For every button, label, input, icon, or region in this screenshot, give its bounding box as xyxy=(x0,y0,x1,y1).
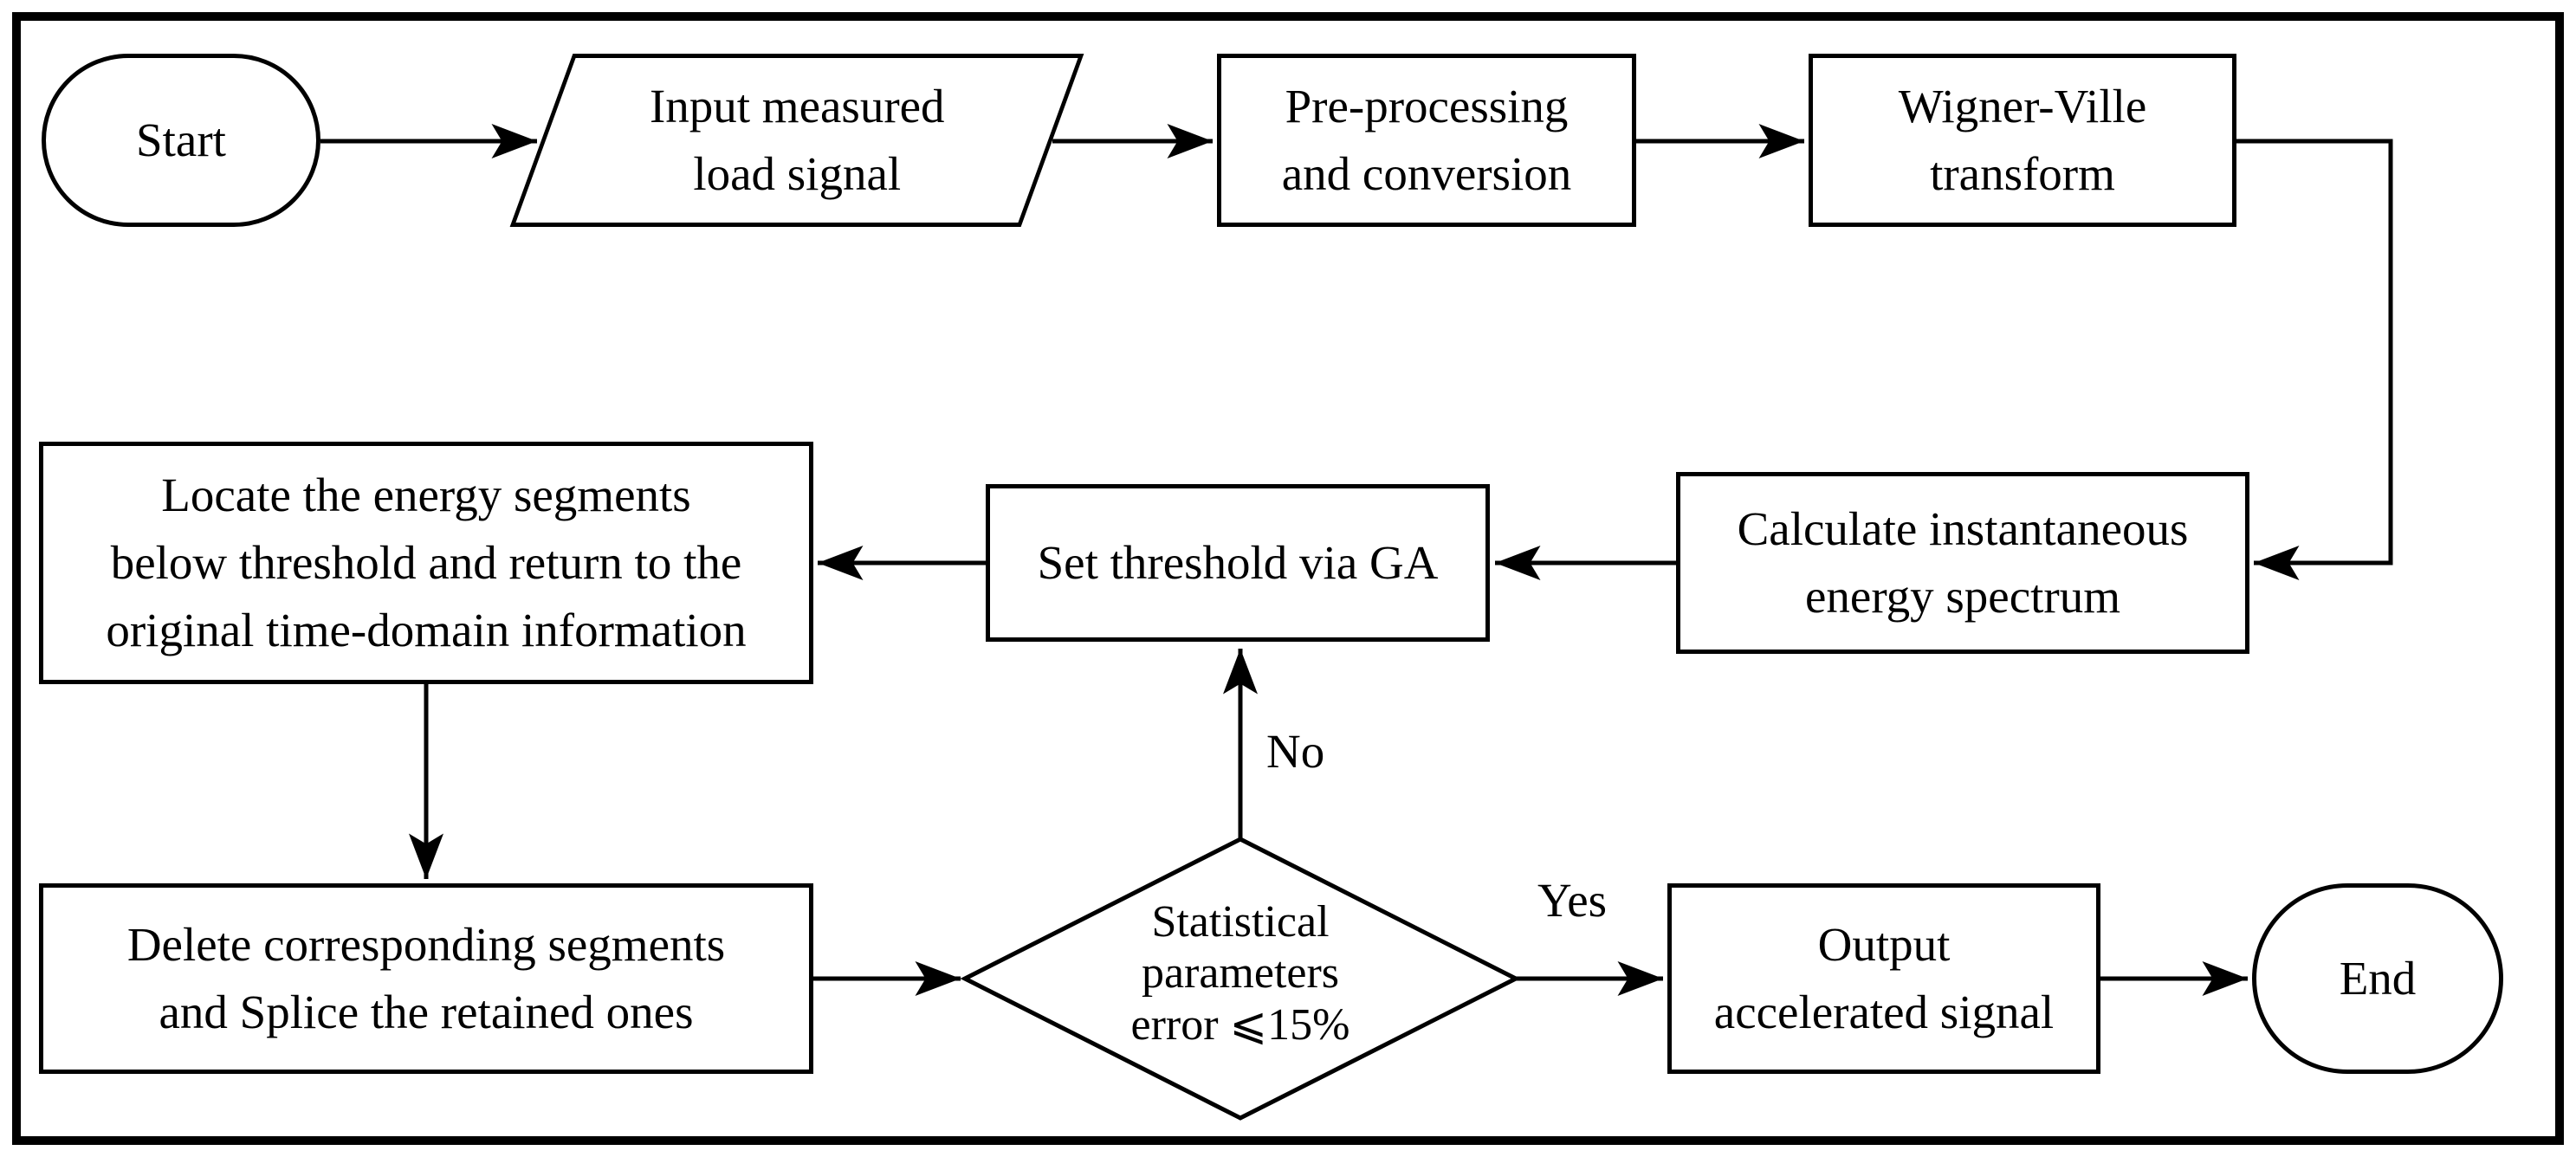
output-signal-node: Output accelerated signal xyxy=(1667,883,2100,1074)
edge-wigner-calculate xyxy=(2236,139,2393,580)
preprocessing-label: Pre-processing and conversion xyxy=(1281,79,1572,200)
delete-segments-label: Delete corresponding segments and Splice… xyxy=(126,917,726,1038)
calculate-energy-spectrum-label: Calculate instantaneous energy spectrum xyxy=(1737,501,2189,623)
no-branch-label: No xyxy=(1266,725,1325,778)
end-node-label: End xyxy=(2339,951,2417,1005)
wigner-ville-node: Wigner-Ville transform xyxy=(1809,54,2236,227)
decision-diamond-shape xyxy=(960,837,1521,1121)
input-load-signal-label: Input measured load signal xyxy=(649,79,945,200)
set-threshold-label: Set threshold via GA xyxy=(1037,535,1439,589)
start-node: Start xyxy=(42,54,320,227)
input-load-signal-node: Input measured load signal xyxy=(509,54,1084,227)
calculate-energy-spectrum-node: Calculate instantaneous energy spectrum xyxy=(1676,472,2249,654)
locate-energy-segments-node: Locate the energy segments below thresho… xyxy=(39,442,813,684)
preprocessing-node: Pre-processing and conversion xyxy=(1217,54,1636,227)
set-threshold-node: Set threshold via GA xyxy=(986,484,1490,642)
start-node-label: Start xyxy=(136,113,226,166)
delete-segments-node: Delete corresponding segments and Splice… xyxy=(39,883,813,1074)
decision-node: Statistical parameters error ⩽15% xyxy=(1024,857,1457,1089)
end-node: End xyxy=(2252,883,2503,1074)
diagram-border xyxy=(12,12,2564,1145)
decision-node-label: Statistical parameters error ⩽15% xyxy=(1130,897,1350,1050)
output-signal-label: Output accelerated signal xyxy=(1713,917,2055,1038)
locate-energy-segments-label: Locate the energy segments below thresho… xyxy=(106,468,747,657)
wigner-ville-label: Wigner-Ville transform xyxy=(1898,79,2147,200)
yes-branch-label: Yes xyxy=(1537,874,1608,927)
